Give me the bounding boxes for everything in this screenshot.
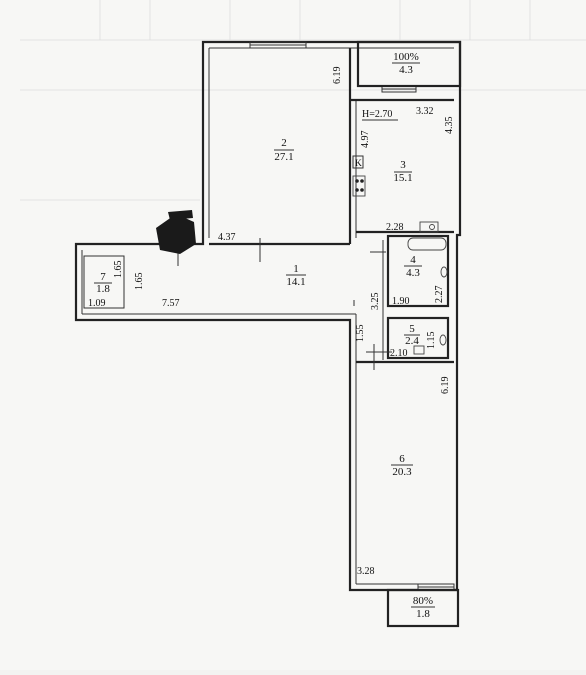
fixtures [352,175,448,355]
windows [249,41,455,591]
balcony-bottom-coef: 80% [413,595,433,607]
balcony-top-area: 4.3 [399,64,413,76]
kitchen-mark-box [352,155,364,169]
burner-icon [360,188,364,192]
kitchen-mark: K [355,159,362,169]
room-2-number: 2 [281,137,287,149]
door-marks [177,238,392,370]
background-grid [20,0,586,201]
dim-room3-right: 4.35 [444,117,455,135]
room-2-area: 27.1 [274,151,293,163]
toilet-icon [439,334,447,346]
burner-icon [355,188,359,192]
dim-hall-length: 7.57 [162,298,180,309]
room-4-area: 4.3 [406,267,420,279]
room-6-area: 20.3 [392,466,412,478]
balcony-bottom-area: 1.8 [416,608,430,620]
dimensions: 6.19 4.37 3.32 4.97 4.35 2.28 2.27 1.90 … [88,67,455,578]
outer-walls [74,40,462,592]
dim-room5-left: 1.55 [355,325,366,343]
burner-icon [360,179,364,183]
balcony-bottom [386,588,460,628]
room-3-area: 15.1 [393,172,412,184]
ceiling-height: H=2.70 [362,109,392,120]
dim-room4-width: 1.90 [392,296,410,307]
room-labels: 2 27.1 3 15.1 1 14.1 4 4.3 5 2.4 6 20.3 … [94,137,422,478]
burner-icon [355,179,359,183]
dim-room5-right: 1.15 [426,332,437,350]
interior-walls [83,48,454,364]
room-3-number: 3 [400,159,406,171]
dim-room3-left: 4.97 [360,131,371,149]
dim-hall-pass: 3.25 [370,293,381,311]
dim-room2-height: 6.19 [332,67,343,85]
dim-room3-width: 3.32 [416,106,434,117]
redaction-mark [156,210,196,254]
dim-room6-width: 3.28 [357,566,375,577]
dim-room7-h2: 1.65 [134,273,145,291]
dim-kitchen-bottom: 2.28 [386,222,404,233]
dim-room7-width: 1.09 [88,298,106,309]
room-5-number: 5 [409,323,415,335]
room-1-number: 1 [293,263,299,275]
toilet-sink-icon [413,345,425,355]
dim-room4-height: 2.27 [434,286,445,304]
dim-room5-width: 2.10 [390,348,408,359]
dim-room2-width: 4.37 [218,232,236,243]
balcony-labels: 100% 4.3 80% 1.8 [392,51,435,620]
balcony-top-coef: 100% [393,51,419,63]
room-5-area: 2.4 [405,335,419,347]
washbasin-icon [440,266,448,278]
room-4-number: 4 [410,254,416,266]
balcony-top [356,40,462,88]
room-7-area: 1.8 [96,283,110,295]
room-7-number: 7 [100,271,106,283]
room-6-number: 6 [399,453,405,465]
dim-room6-height: 6.19 [440,377,451,395]
room-1-area: 14.1 [286,276,305,288]
sink-icon [419,221,439,233]
bathtub-icon [407,237,447,251]
dim-room7-h1: 1.65 [113,261,124,279]
stove-icon [352,175,366,197]
